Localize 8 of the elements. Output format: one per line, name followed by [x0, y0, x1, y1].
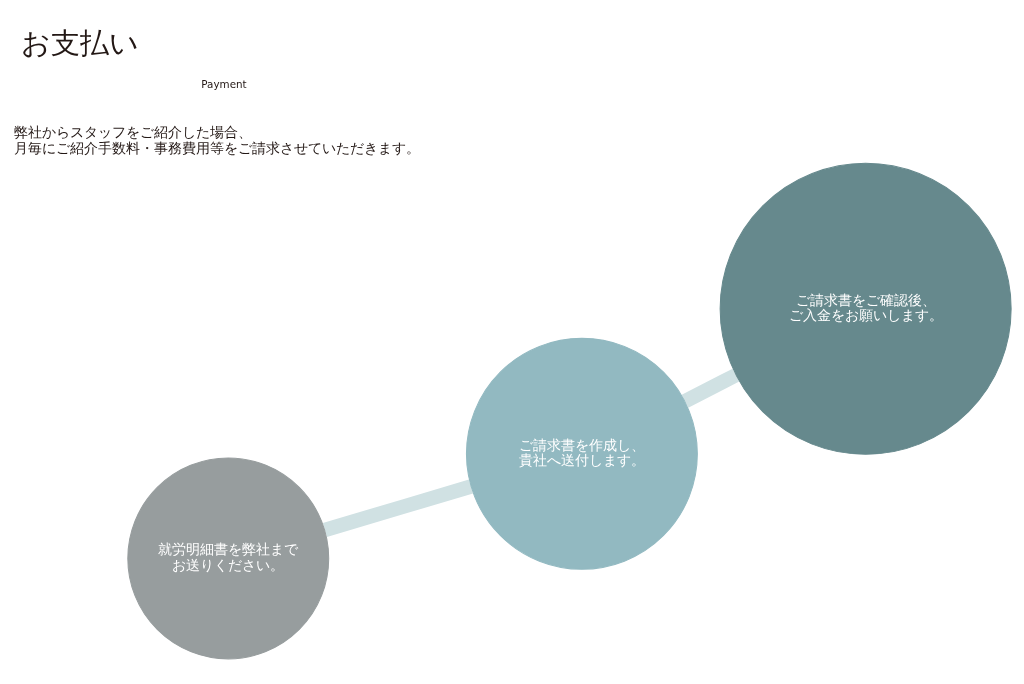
connector	[681, 368, 740, 408]
diagram-title: お支払い	[20, 25, 139, 60]
connector	[322, 479, 474, 537]
node-circle: 就労明細書を弊社までお送りください。	[127, 456, 330, 659]
node-circle: ご請求書を作成し、貴社へ送付します。	[465, 337, 698, 570]
label: 弊社からスタッフをご紹介した場合、月毎にご紹介手数料・事務費用等をご請求させていただきます。	[13, 123, 420, 156]
node-circle: ご請求書をご確認後、ご入金をお願いします。	[719, 162, 1012, 455]
label: Payment	[201, 77, 247, 90]
